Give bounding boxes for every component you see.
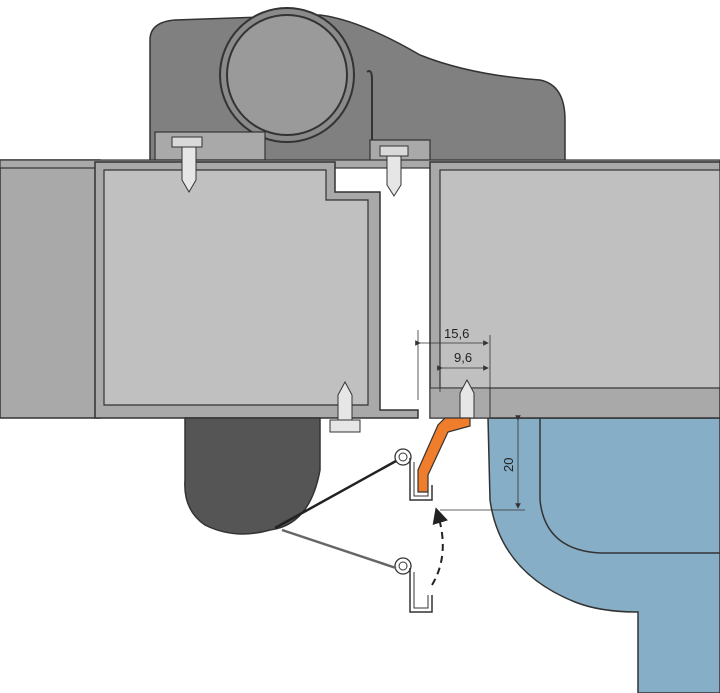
screw-head-left [171,136,203,148]
right-panel [429,161,720,419]
rubber-seal [184,417,321,535]
screw-head-right [379,145,409,157]
clip-body-inner [413,462,429,497]
screw-top-right [386,155,402,197]
clip-detached-body [409,568,433,613]
cylinder-inner [226,14,348,136]
left-panel [94,161,419,419]
blue-profile-body [487,417,720,693]
closer-housing [149,7,566,163]
dimensions: 15,6 9,6 20 [415,326,525,511]
dim-label-1: 15,6 [444,326,469,341]
screw-bottom-right [459,378,475,419]
motion-arrow [431,507,448,586]
clip-detached-body-inner [413,572,429,609]
left-panel-inner [103,169,369,406]
clip-installed [394,448,433,501]
clip-detached-hinge-inner [398,561,408,571]
screw-top-left [181,146,197,193]
screw-bottom-left-head [329,419,361,433]
dim-label-3: 20 [501,458,516,472]
screws [181,146,475,433]
clip-body [409,458,433,501]
blue-profile [487,417,720,693]
blue-profile-inner-line [539,418,720,554]
clip-detached-hinge [394,557,412,575]
top-frame-bar [0,159,720,169]
right-panel-inner [439,169,720,389]
dim-label-2: 9,6 [454,350,472,365]
cord-detached [281,528,397,570]
spring-wire [366,70,373,140]
cord-installed [274,459,397,530]
clip-hinge [394,448,412,466]
clip-detached [394,557,433,613]
left-outer-panel [0,159,101,419]
orange-clip [417,417,471,493]
clip-hinge-inner [398,452,408,462]
